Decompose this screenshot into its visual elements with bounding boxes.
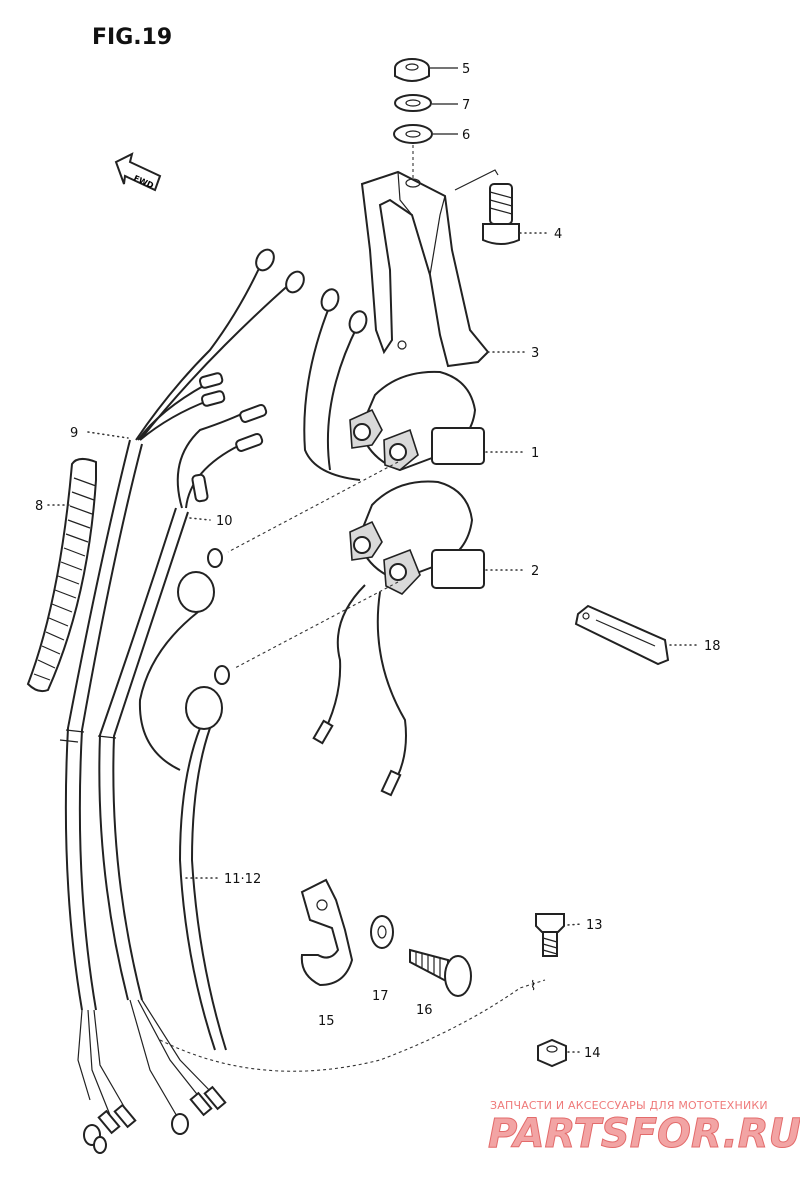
watermark-brand: PARTSFOR.RU — [488, 1111, 800, 1157]
figure-title: FIG.19 — [92, 25, 172, 50]
washer-part-6 — [393, 124, 433, 144]
callout-6: 6 — [462, 128, 470, 143]
callout-7: 7 — [462, 98, 470, 113]
screw-part-13 — [535, 913, 565, 957]
watermark-tagline: ЗАПЧАСТИ И АКСЕССУАРЫ ДЛЯ МОТОТЕХНИКИ — [490, 1099, 768, 1112]
bracket-part-3 — [360, 170, 490, 368]
watermark: ЗАПЧАСТИ И АКСЕССУАРЫ ДЛЯ МОТОТЕХНИКИ PA… — [488, 1099, 800, 1158]
callout-10: 10 — [216, 514, 233, 529]
assembly-line-relay1 — [227, 461, 399, 553]
relay-part-1 — [349, 370, 485, 472]
callout-11-12: 11·12 — [224, 872, 261, 887]
callout-1: 1 — [531, 446, 539, 461]
callout-13: 13 — [586, 918, 603, 933]
lock-washer-part-7 — [394, 94, 432, 112]
ground-terminal-mark: ⌇ — [530, 979, 536, 994]
callout-leaders — [47, 67, 701, 1053]
callout-3: 3 — [531, 346, 539, 361]
cable-part-11-12 — [138, 548, 230, 1051]
washer-part-17 — [370, 915, 394, 949]
callout-14: 14 — [584, 1046, 601, 1061]
callout-2: 2 — [531, 564, 539, 579]
nut-part-5 — [394, 58, 430, 82]
callout-18: 18 — [704, 639, 721, 654]
spiral-tube-part-8 — [26, 458, 97, 693]
bolt-part-4 — [482, 183, 520, 245]
bracket-outline-line — [454, 169, 499, 191]
upper-wire-bundle — [135, 248, 305, 509]
clamp-part-15 — [300, 878, 354, 987]
callout-9: 9 — [70, 426, 78, 441]
assembly-line-ground — [159, 979, 546, 1072]
forward-arrow-icon: FWD — [114, 152, 162, 192]
relay-part-2 — [349, 480, 485, 595]
harness-tube-part-9 — [59, 439, 143, 1011]
assembly-line-relay2 — [234, 581, 399, 669]
harness-tube-part-10 — [97, 507, 189, 1001]
callout-16: 16 — [416, 1003, 433, 1018]
bottom-wire-ends — [77, 999, 227, 1154]
relay-2-leads — [312, 584, 407, 797]
bracket-part-18 — [574, 604, 670, 666]
callout-17: 17 — [372, 989, 389, 1004]
callout-15: 15 — [318, 1014, 335, 1029]
bolt-part-16 — [409, 948, 472, 997]
callout-4: 4 — [554, 227, 562, 242]
nut-part-14 — [537, 1038, 567, 1068]
relay-1-leads — [303, 288, 368, 481]
callout-5: 5 — [462, 62, 470, 77]
callout-8: 8 — [35, 499, 43, 514]
